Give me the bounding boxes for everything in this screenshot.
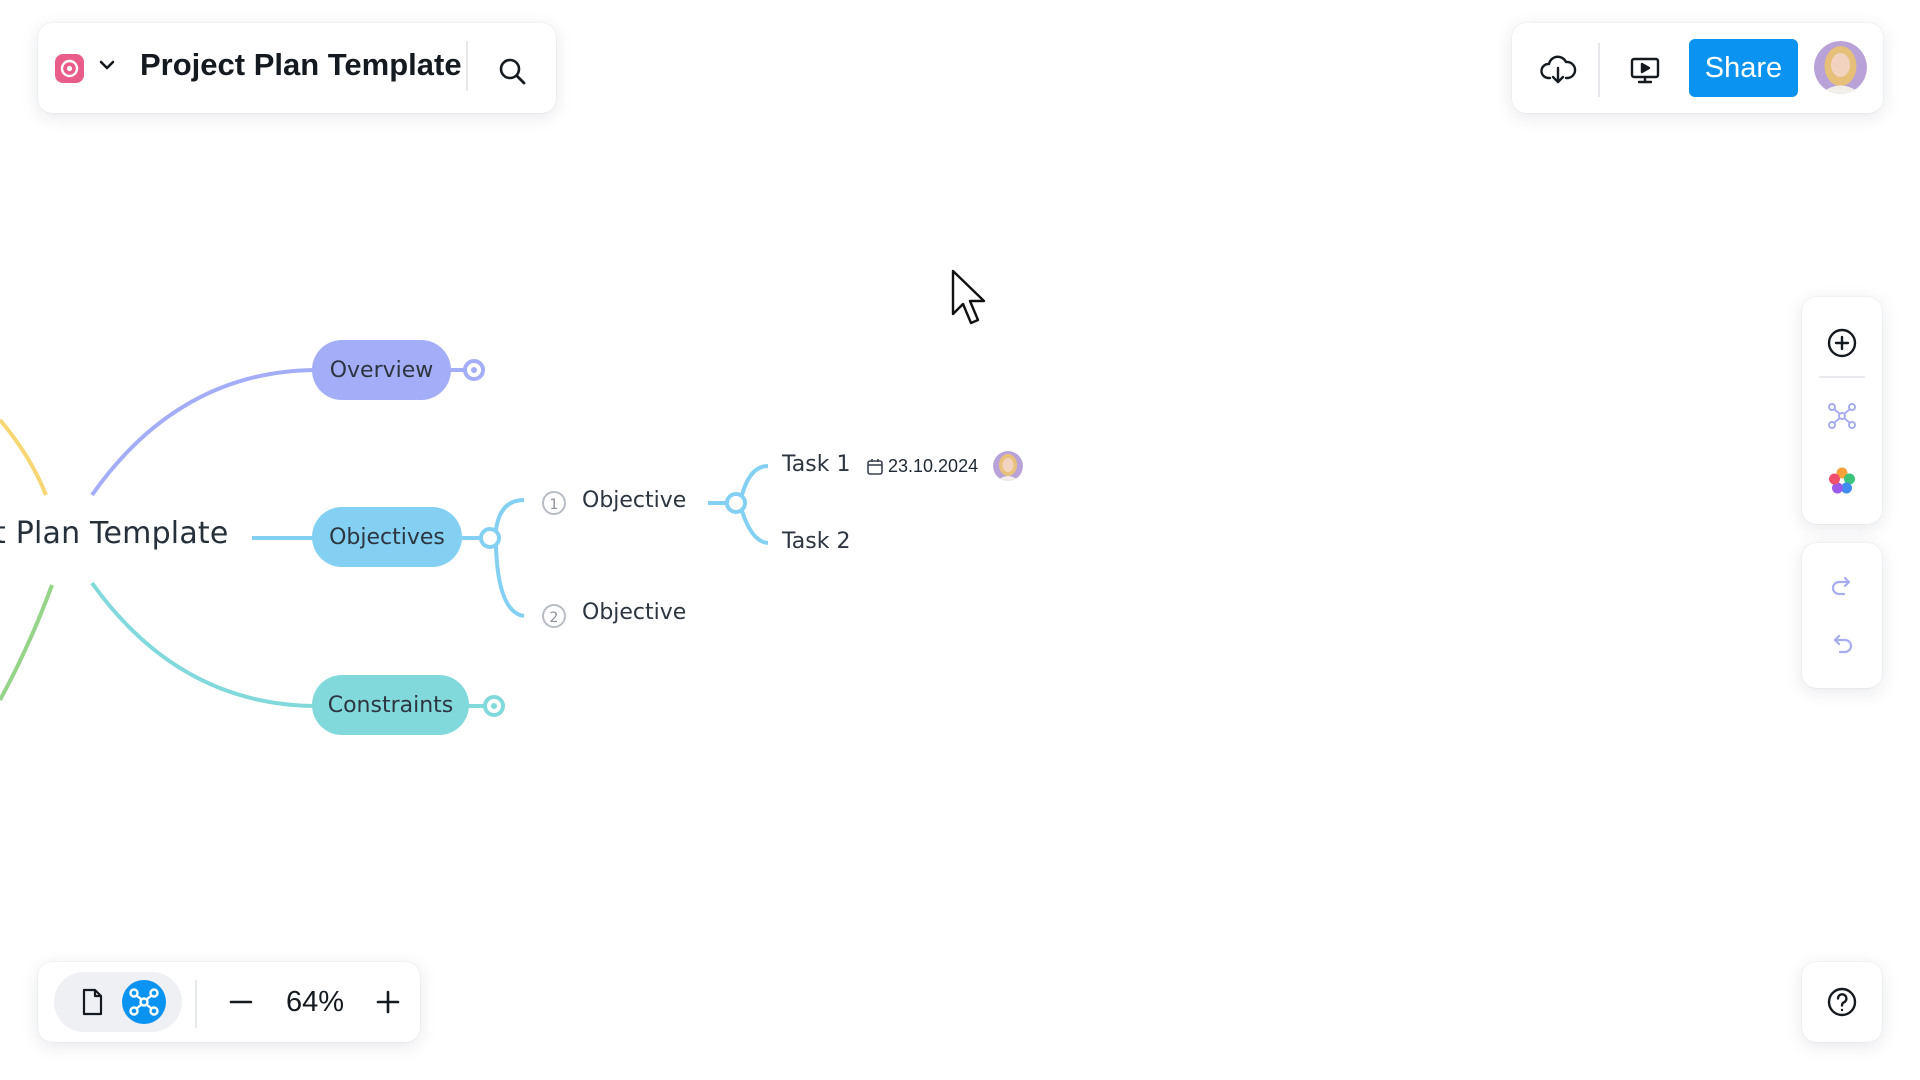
topic-constraints[interactable]: Constraints bbox=[312, 675, 469, 735]
line-task-1 bbox=[740, 464, 769, 496]
plus-icon bbox=[376, 990, 400, 1014]
title-bar bbox=[38, 23, 556, 113]
share-button[interactable]: Share bbox=[1689, 39, 1798, 97]
app-logo-icon[interactable] bbox=[55, 54, 84, 83]
topic-overview[interactable]: Overview bbox=[312, 340, 451, 400]
divider bbox=[466, 41, 468, 91]
avatar-image bbox=[1814, 41, 1867, 94]
minus-icon bbox=[229, 1000, 253, 1004]
document-view-button[interactable] bbox=[72, 982, 112, 1022]
subtopic-objective-1[interactable]: Objective bbox=[582, 488, 687, 513]
constraints-collapse-dot-inner bbox=[491, 703, 497, 709]
objective-1-number-marker bbox=[542, 491, 566, 515]
help-panel bbox=[1802, 962, 1882, 1042]
presentation-play-icon bbox=[1630, 57, 1660, 84]
document-title[interactable]: Project Plan Template bbox=[140, 47, 462, 82]
search-icon bbox=[499, 58, 526, 85]
topic-objectives-label: Objectives bbox=[329, 524, 445, 550]
zoom-out-button[interactable] bbox=[222, 983, 260, 1021]
branch-line-overview bbox=[90, 368, 319, 497]
chevron-down-icon[interactable] bbox=[98, 58, 116, 72]
download-button[interactable] bbox=[1538, 50, 1578, 90]
subtopic-objective-2[interactable]: Objective bbox=[582, 600, 687, 625]
branch-line-left-bottom bbox=[0, 584, 54, 701]
line-objective-2 bbox=[494, 545, 525, 618]
mindmap-view-button[interactable] bbox=[122, 980, 166, 1024]
avatar-image bbox=[993, 451, 1023, 481]
task-1-due-date[interactable]: 23.10.2024 bbox=[888, 456, 979, 476]
structure-button[interactable] bbox=[1822, 396, 1862, 436]
topic-constraints-label: Constraints bbox=[327, 692, 454, 718]
subtopic-task-1[interactable]: Task 1 bbox=[782, 452, 851, 477]
redo-icon bbox=[1831, 576, 1851, 596]
objectives-collapse-dot[interactable] bbox=[479, 527, 501, 549]
divider bbox=[195, 980, 197, 1028]
mindmap-icon bbox=[129, 988, 159, 1016]
undo-button[interactable] bbox=[1822, 624, 1862, 664]
help-button[interactable] bbox=[1822, 982, 1862, 1022]
objective-1-collapse-dot[interactable] bbox=[725, 492, 747, 514]
line-objective-1 bbox=[494, 498, 525, 531]
overview-collapse-dot-inner bbox=[471, 367, 477, 373]
zoom-in-button[interactable] bbox=[369, 983, 407, 1021]
color-palette-icon bbox=[1829, 467, 1855, 494]
topic-overview-label: Overview bbox=[329, 357, 434, 383]
topic-objectives[interactable]: Objectives bbox=[312, 507, 462, 567]
branch-line-constraints bbox=[90, 581, 319, 708]
document-icon bbox=[82, 988, 103, 1016]
line-task-2 bbox=[740, 510, 769, 545]
theme-button[interactable] bbox=[1822, 461, 1862, 501]
root-topic[interactable]: t Plan Template bbox=[0, 516, 229, 551]
zoom-level[interactable]: 64% bbox=[285, 986, 345, 1018]
branch-line-left-top bbox=[0, 418, 48, 496]
help-icon bbox=[1827, 987, 1857, 1017]
objective-2-number-marker bbox=[542, 604, 566, 628]
divider bbox=[1598, 43, 1600, 97]
present-button[interactable] bbox=[1625, 50, 1665, 90]
redo-button[interactable] bbox=[1822, 566, 1862, 606]
mindmap-structure-icon bbox=[1828, 403, 1856, 429]
divider bbox=[1819, 376, 1865, 378]
cloud-download-icon bbox=[1540, 55, 1577, 84]
history-toolbar bbox=[1802, 543, 1882, 688]
calendar-icon bbox=[867, 459, 883, 475]
task-1-assignee-avatar[interactable] bbox=[993, 451, 1023, 481]
undo-icon bbox=[1833, 634, 1853, 654]
subtopic-task-2[interactable]: Task 2 bbox=[782, 529, 851, 554]
objective-2-number: 2 bbox=[550, 610, 559, 626]
add-topic-button[interactable] bbox=[1822, 323, 1862, 363]
user-avatar[interactable] bbox=[1814, 41, 1867, 94]
objective-1-number: 1 bbox=[550, 497, 559, 513]
search-button[interactable] bbox=[492, 51, 532, 91]
plus-circle-icon bbox=[1827, 328, 1857, 358]
